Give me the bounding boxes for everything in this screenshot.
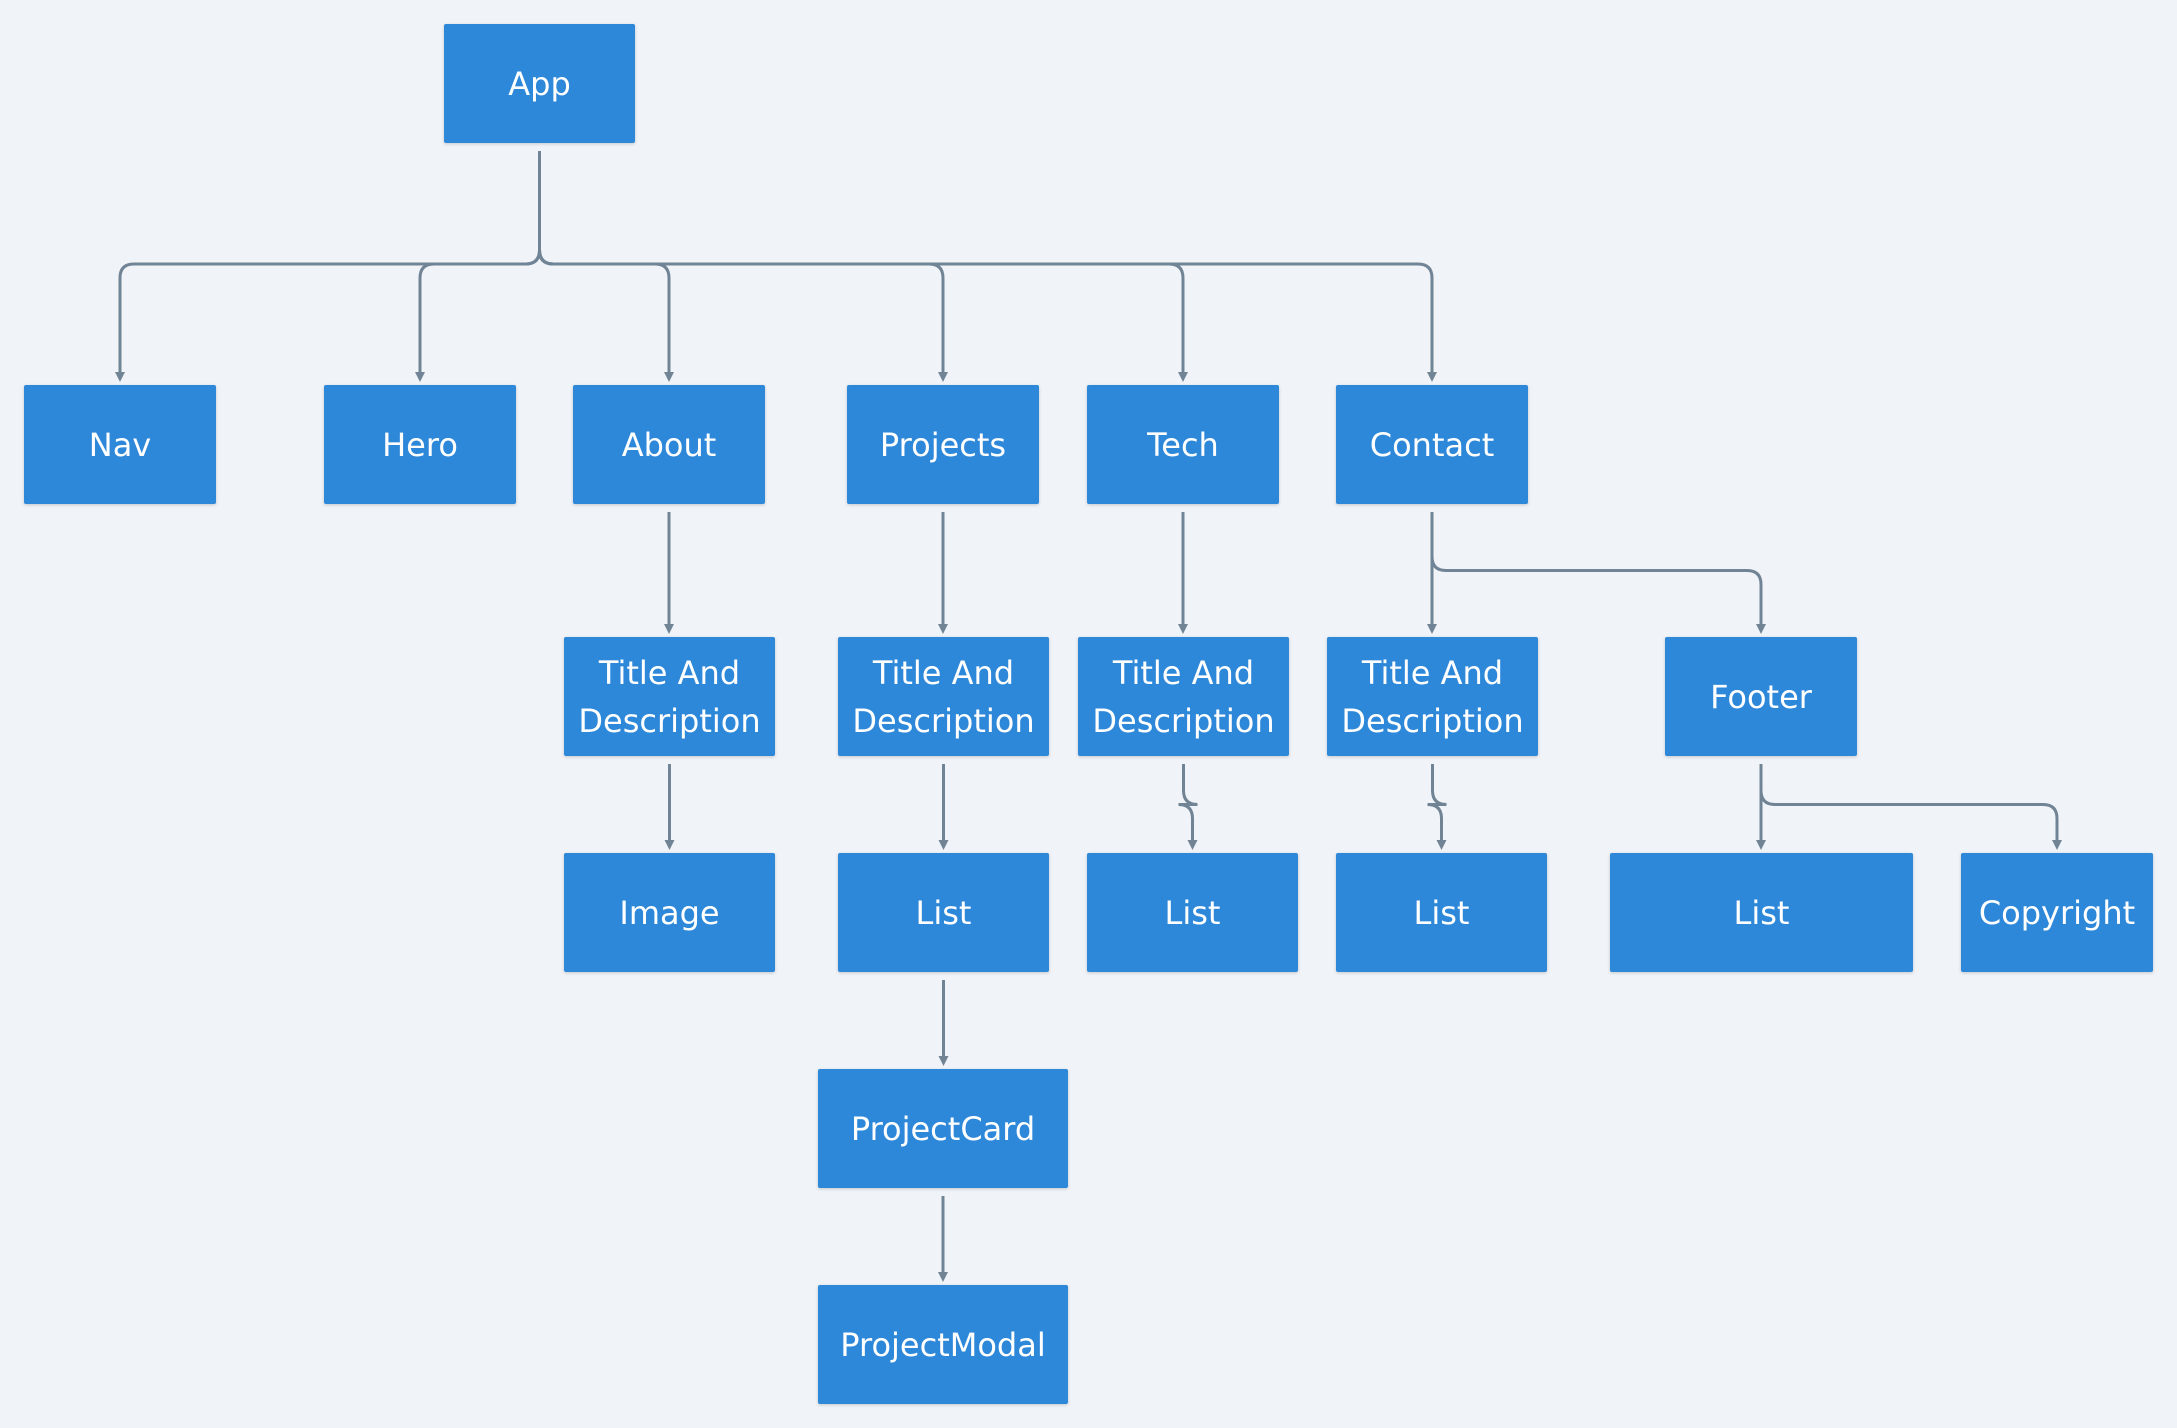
node-label: App (508, 64, 571, 103)
connector-app-to-contact (538, 151, 1437, 382)
node-label: Hero (382, 425, 458, 464)
node-label: List (1733, 893, 1790, 932)
node-label: Copyright (1978, 893, 2136, 932)
connector-contact-to-footer (1430, 512, 1766, 634)
node-about[interactable]: About (573, 385, 765, 504)
node-contact-title-and-description[interactable]: Title And Description (1327, 637, 1538, 756)
node-project-modal[interactable]: ProjectModal (818, 1285, 1068, 1404)
node-about-title-and-description[interactable]: Title And Description (564, 637, 775, 756)
node-hero[interactable]: Hero (324, 385, 516, 504)
node-about-image[interactable]: Image (564, 853, 775, 972)
node-projects-title-and-description[interactable]: Title And Description (838, 637, 1049, 756)
node-tech[interactable]: Tech (1087, 385, 1279, 504)
node-label: Title And Description (852, 653, 1035, 740)
node-label: List (915, 893, 972, 932)
node-label: List (1164, 893, 1221, 932)
node-contact-list[interactable]: List (1336, 853, 1547, 972)
node-nav[interactable]: Nav (24, 385, 216, 504)
connector-contact_title-to-contact_list (1427, 764, 1447, 850)
node-label: Projects (879, 425, 1007, 464)
node-label: Title And Description (1341, 653, 1524, 740)
node-label: Title And Description (1092, 653, 1275, 740)
node-footer[interactable]: Footer (1665, 637, 1857, 756)
node-tech-list[interactable]: List (1087, 853, 1298, 972)
node-contact[interactable]: Contact (1336, 385, 1528, 504)
node-tech-title-and-description[interactable]: Title And Description (1078, 637, 1289, 756)
node-projects-list[interactable]: List (838, 853, 1049, 972)
connector-tech_title-to-tech_list (1178, 764, 1198, 850)
node-project-card[interactable]: ProjectCard (818, 1069, 1068, 1188)
node-copyright[interactable]: Copyright (1961, 853, 2153, 972)
connector-footer-to-copyright (1759, 764, 2062, 850)
node-projects[interactable]: Projects (847, 385, 1039, 504)
node-label: Footer (1710, 677, 1812, 716)
node-label: Contact (1369, 425, 1495, 464)
connector-app-to-hero (415, 151, 541, 382)
node-label: ProjectCard (850, 1109, 1036, 1148)
node-app[interactable]: App (444, 24, 635, 143)
node-label: ProjectModal (840, 1325, 1046, 1364)
node-label: Tech (1147, 425, 1219, 464)
node-label: About (621, 425, 717, 464)
node-label: Title And Description (578, 653, 761, 740)
node-label: Nav (88, 425, 152, 464)
node-label: List (1413, 893, 1470, 932)
node-footer-list[interactable]: List (1610, 853, 1913, 972)
node-label: Image (619, 893, 720, 932)
